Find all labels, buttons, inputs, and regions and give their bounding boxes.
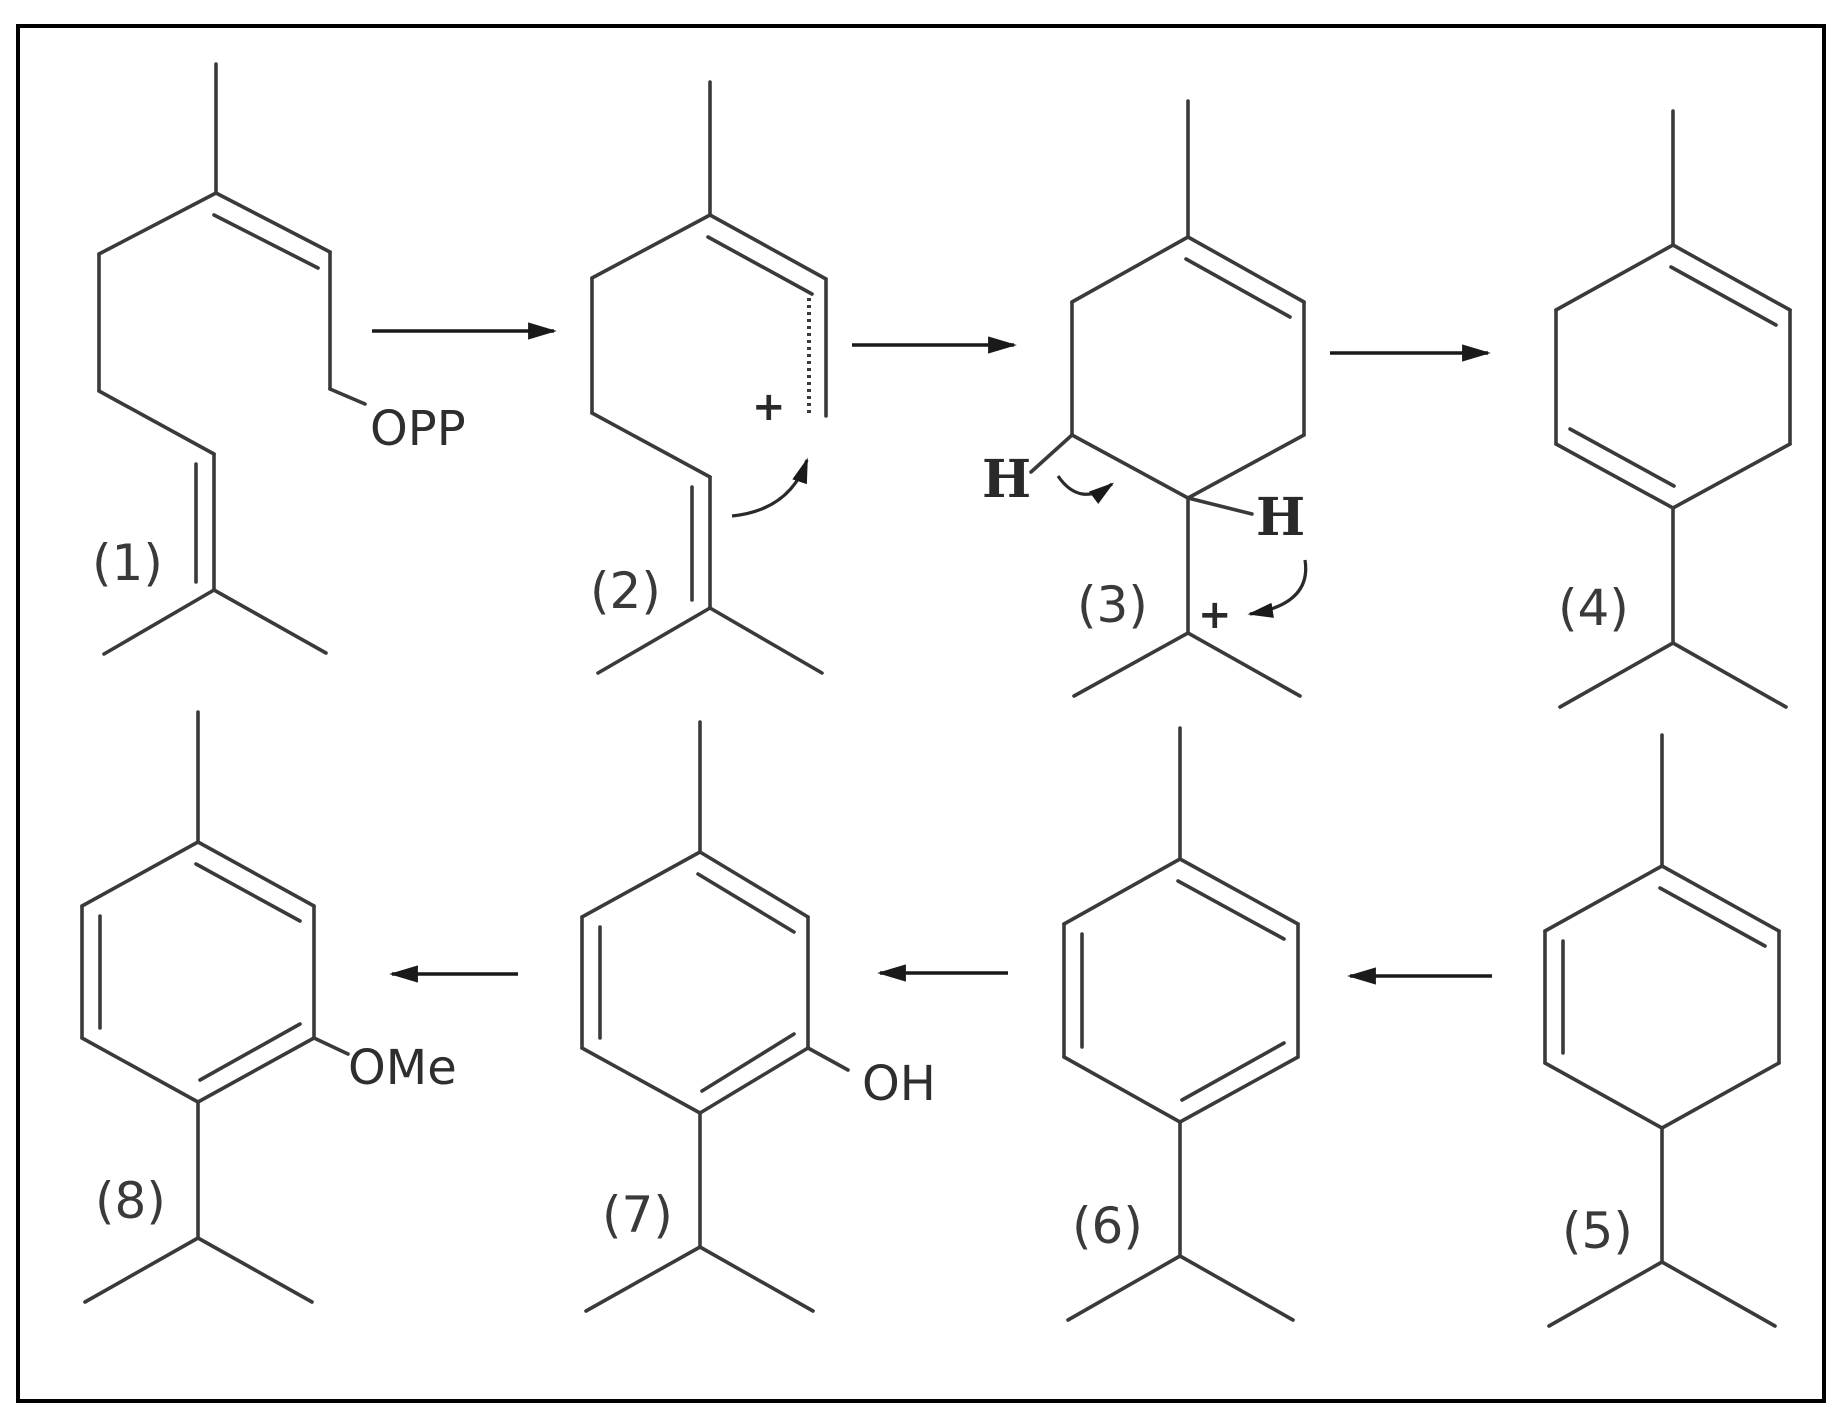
cation-plus-sign-2: + [752,384,786,430]
methoxy-group-label: OMe [348,1040,457,1096]
cation-plus-sign-3: + [1198,592,1232,638]
compound-7-label: (7) [602,1186,673,1244]
compound-3-label: (3) [1077,576,1148,634]
compound-3-structure [1029,99,1306,698]
compound-8-label: (8) [95,1172,166,1230]
compound-6-label: (6) [1072,1197,1143,1255]
compound-2-label: (2) [590,562,661,620]
opp-group-label: OPP [370,401,466,457]
curly-arrow-3-right [1247,559,1308,618]
hydrogen-label-left: H [982,449,1031,510]
compound-4-structure [1554,109,1792,709]
compound-4-label: (4) [1558,579,1629,637]
compound-1-label: (1) [92,534,163,592]
compound-5-label: (5) [1562,1202,1633,1260]
compound-7-structure [580,720,850,1313]
compound-6-structure [1062,726,1300,1322]
hydrogen-label-right: H [1256,487,1305,548]
compound-5-structure [1543,733,1781,1328]
curly-arrow-3-left [1056,475,1115,504]
compound-8-structure [80,710,350,1304]
compound-2-structure [590,80,828,675]
curly-arrow-2 [731,457,809,518]
figure-frame [16,24,1826,1403]
compound-1-structure [97,62,367,656]
hydroxyl-group-label: OH [862,1056,936,1112]
